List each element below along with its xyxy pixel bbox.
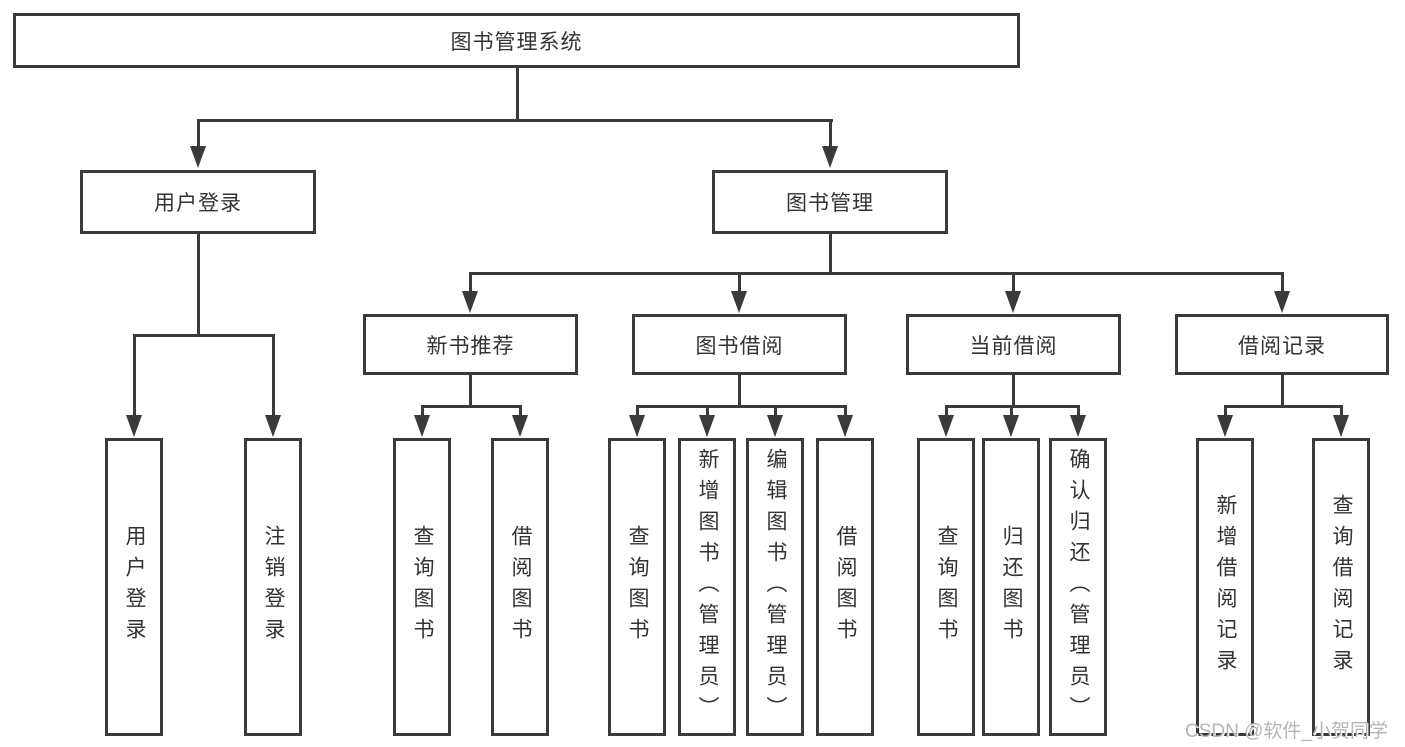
node-borrowing-records: 借阅记录 (1175, 314, 1389, 375)
connector-line (197, 119, 833, 122)
connector-line (829, 120, 832, 150)
leaf-confirm-return-admin: 确认归还（管理员） (1049, 438, 1107, 736)
connector-line (738, 273, 741, 295)
connector-line (1010, 406, 1013, 419)
connector-line (197, 234, 200, 337)
connector-line (1281, 273, 1284, 295)
connector-line (636, 405, 847, 408)
arrowhead-down-icon (1217, 415, 1233, 437)
connector-line (738, 375, 741, 408)
leaf-return-books: 归还图书 (982, 438, 1040, 736)
connector-line (421, 406, 424, 419)
connector-line (133, 334, 275, 337)
connector-line (133, 335, 136, 419)
leaf-borrow-books-recommend: 借阅图书 (491, 438, 549, 736)
leaf-query-books-current: 查询图书 (917, 438, 975, 736)
arrowhead-down-icon (126, 415, 142, 437)
connector-line (945, 406, 948, 419)
arrowhead-down-icon (699, 415, 715, 437)
arrowhead-down-icon (462, 291, 478, 313)
node-book-management: 图书管理 (712, 170, 948, 234)
connector-line (469, 375, 472, 408)
node-book-borrowing: 图书借阅 (632, 314, 847, 375)
connector-line (1340, 406, 1343, 419)
connector-line (636, 406, 639, 419)
connector-line (1077, 406, 1080, 419)
arrowhead-down-icon (822, 146, 838, 168)
leaf-user-login: 用户登录 (105, 438, 163, 736)
connector-line (272, 335, 275, 419)
leaf-edit-books-admin: 编辑图书（管理员） (746, 438, 804, 736)
connector-line (706, 406, 709, 419)
connector-line (516, 68, 519, 122)
arrowhead-down-icon (265, 415, 281, 437)
arrowhead-down-icon (629, 415, 645, 437)
arrowhead-down-icon (938, 415, 954, 437)
connector-line (1012, 273, 1015, 295)
arrowhead-down-icon (1005, 291, 1021, 313)
connector-line (519, 406, 522, 419)
node-library-management-system: 图书管理系统 (13, 13, 1020, 68)
arrowhead-down-icon (414, 415, 430, 437)
leaf-logout: 注销登录 (244, 438, 302, 736)
leaf-add-borrow-record: 新增借阅记录 (1196, 438, 1254, 736)
connector-line (1281, 375, 1284, 408)
arrowhead-down-icon (1003, 415, 1019, 437)
node-current-borrowing: 当前借阅 (906, 314, 1121, 375)
leaf-query-books-recommend: 查询图书 (393, 438, 451, 736)
leaf-query-borrow-record: 查询借阅记录 (1312, 438, 1370, 736)
leaf-borrow-books: 借阅图书 (816, 438, 874, 736)
connector-line (829, 234, 832, 275)
arrowhead-down-icon (1070, 415, 1086, 437)
connector-line (421, 405, 522, 408)
node-user-login: 用户登录 (80, 170, 316, 234)
connector-line (1224, 405, 1343, 408)
arrowhead-down-icon (512, 415, 528, 437)
leaf-add-books-admin: 新增图书（管理员） (678, 438, 736, 736)
connector-line (1224, 406, 1227, 419)
connector-line (1012, 375, 1015, 408)
connector-line (945, 405, 1080, 408)
connector-line (844, 406, 847, 419)
leaf-query-books-borrowing: 查询图书 (608, 438, 666, 736)
arrowhead-down-icon (1333, 415, 1349, 437)
arrowhead-down-icon (767, 415, 783, 437)
connector-line (197, 120, 200, 150)
arrowhead-down-icon (1274, 291, 1290, 313)
arrowhead-down-icon (190, 146, 206, 168)
connector-line (774, 406, 777, 419)
arrowhead-down-icon (837, 415, 853, 437)
node-new-book-recommendation: 新书推荐 (363, 314, 578, 375)
arrowhead-down-icon (731, 291, 747, 313)
connector-line (469, 272, 1284, 275)
connector-line (469, 273, 472, 295)
watermark: CSDN @软件_小贺同学 (1185, 721, 1388, 742)
